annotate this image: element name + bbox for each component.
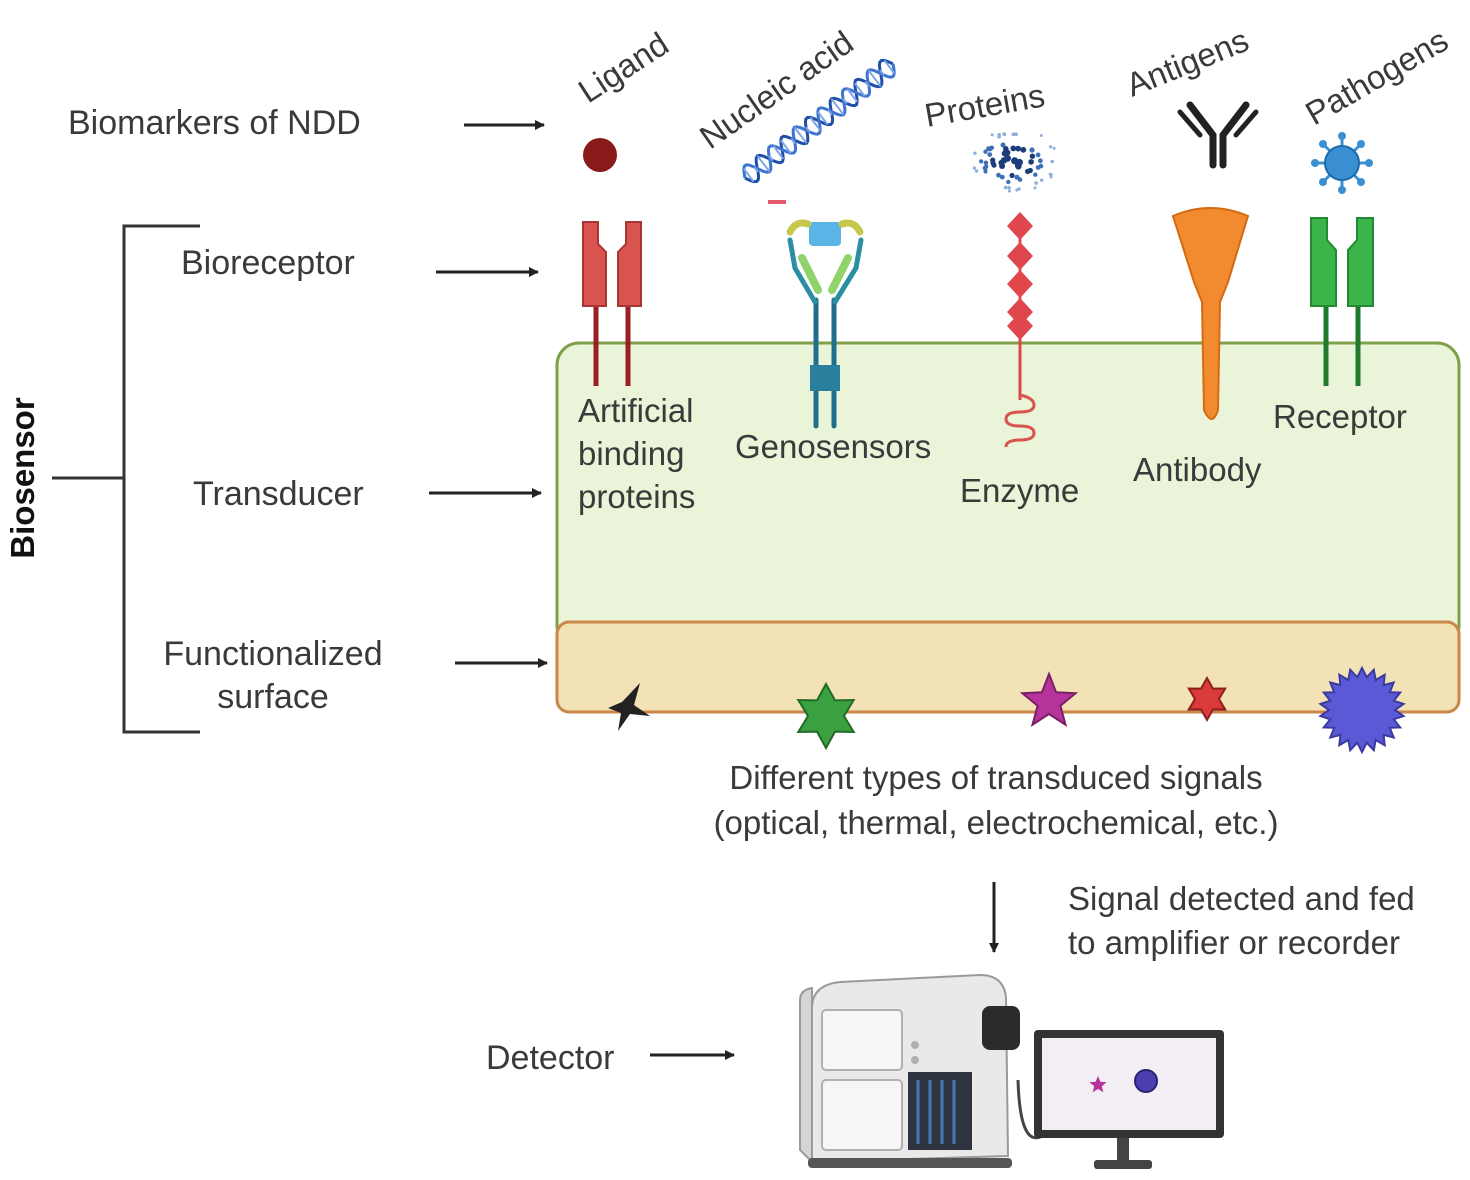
functionalized-surface-layer	[555, 620, 1461, 714]
transducer-label: Transducer	[193, 475, 364, 513]
signal-red-star-icon	[1187, 675, 1227, 723]
signal-green-star-icon	[796, 681, 856, 751]
pointer-arrows	[429, 120, 999, 1060]
ligand-dot-icon	[583, 138, 617, 172]
functionalized-label-line1: Functionalized	[163, 635, 382, 673]
detector-instrument-icon	[799, 973, 1043, 1168]
bioreceptor-label: Bioreceptor	[181, 244, 355, 282]
signals-line2: (optical, thermal, electrochemical, etc.…	[714, 804, 1279, 841]
antibody-icon	[1171, 207, 1250, 420]
detection-line2: to amplifier or recorder	[1068, 924, 1400, 961]
protein-dots-icon	[972, 132, 1056, 193]
enzyme-icon	[1004, 212, 1036, 448]
antigen-y-icon	[1177, 101, 1259, 169]
biomarker-nucleic-acid: Nucleic acid	[693, 23, 860, 155]
biomarkers-label: Biomarkers of NDD	[68, 104, 361, 142]
biosensor-bracket	[52, 224, 200, 734]
artificial-label-line3: proteins	[578, 478, 695, 515]
monitor-icon	[1034, 1030, 1224, 1169]
genosensors-label: Genosensors	[735, 428, 931, 465]
signal-black-star-icon	[608, 683, 650, 731]
artificial-label-line1: Artificial	[578, 392, 694, 429]
biosensor-label: Biosensor	[4, 397, 41, 559]
artificial-label-line2: binding	[578, 435, 684, 472]
receptor-label: Receptor	[1273, 398, 1407, 435]
receptor-icon	[1310, 217, 1374, 386]
biomarker-proteins: Proteins	[922, 76, 1048, 133]
dna-helix-icon	[742, 58, 896, 184]
signal-magenta-star-icon	[1019, 671, 1079, 727]
detector-label: Detector	[486, 1039, 615, 1077]
signal-purple-burst-icon	[1318, 665, 1406, 755]
antibody-label: Antibody	[1133, 451, 1262, 488]
biomarker-pathogens: Pathogens	[1299, 21, 1454, 132]
detection-line1: Signal detected and fed	[1068, 880, 1415, 917]
genosensor-icon	[786, 219, 864, 429]
signals-line1: Different types of transduced signals	[729, 759, 1262, 796]
biomarker-ligand: Ligand	[572, 25, 675, 110]
pathogen-virus-icon	[1311, 132, 1373, 194]
biomarker-antigens: Antigens	[1121, 21, 1254, 103]
functionalized-label-line2: surface	[217, 678, 329, 716]
enzyme-label: Enzyme	[960, 472, 1079, 509]
artificial-binding-protein-icon	[582, 221, 642, 386]
